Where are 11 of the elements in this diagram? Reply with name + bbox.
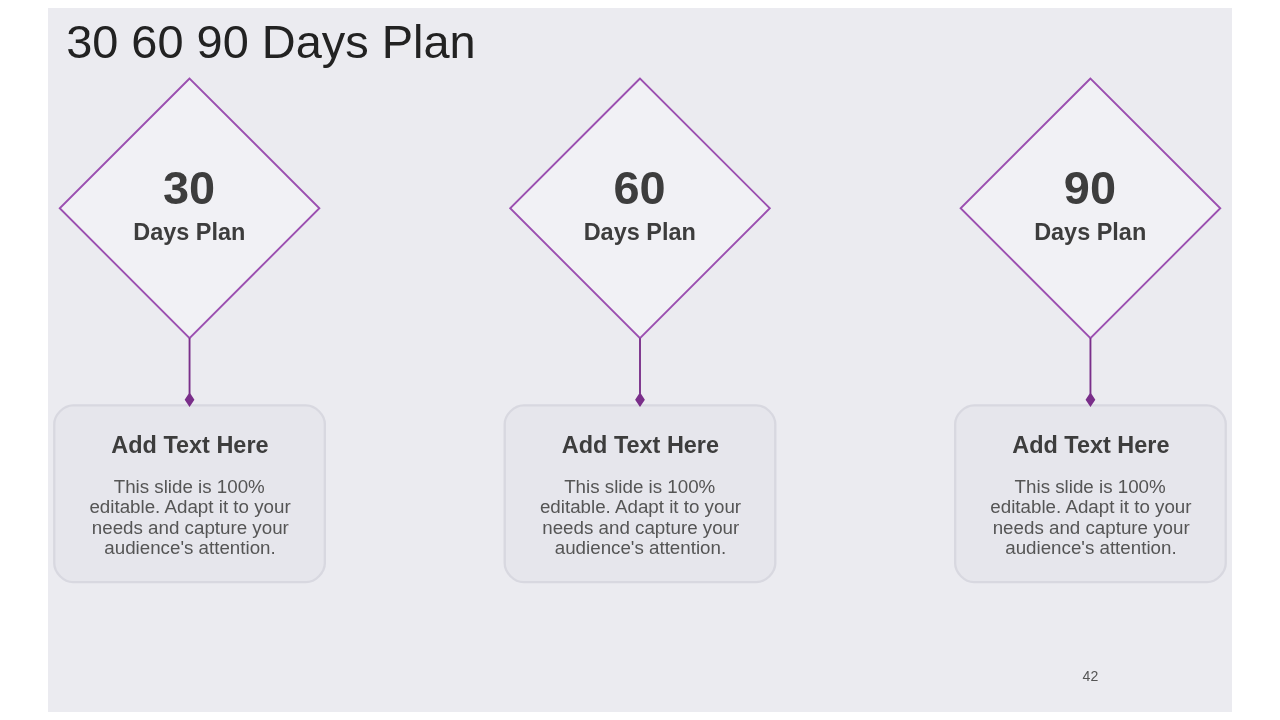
diagram-title: 30 60 90 Days Plan <box>66 16 476 69</box>
node-diamond: 90 Days Plan <box>959 77 1222 340</box>
connector <box>184 337 195 408</box>
node-box: Add Text Here This slide is 100% editable. Adapt it to your needs and capture your audience's attention. <box>954 404 1227 584</box>
node-diamond: 60 Days Plan <box>508 77 772 340</box>
node-box: Add Text Here This slide is 100% editable. Adapt it to your needs and capture your audience's attention. <box>503 404 777 584</box>
node-diamond: 30 Days Plan <box>58 77 321 340</box>
connector <box>1085 337 1096 408</box>
connector <box>635 337 645 408</box>
node-box: Add Text Here This slide is 100% editable. Adapt it to your needs and capture your audience's attention. <box>53 404 326 584</box>
label: 42 <box>1082 667 1099 684</box>
